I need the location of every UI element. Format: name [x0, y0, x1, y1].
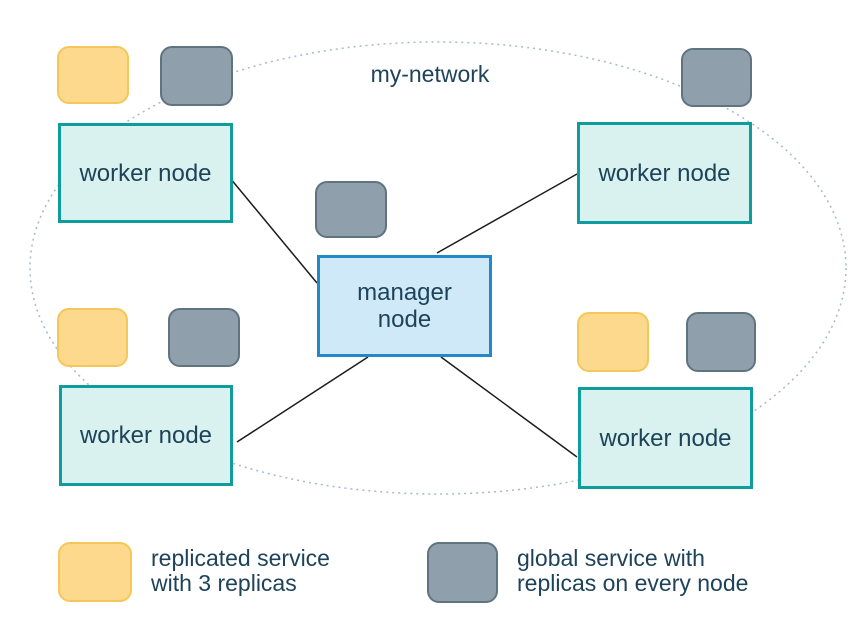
connection-line: [236, 356, 369, 443]
manager-node-box: manager node: [317, 255, 492, 357]
network-label: my-network: [370, 61, 490, 87]
worker-node-label: worker node: [599, 424, 732, 452]
worker-node-box-bottom-right: worker node: [578, 387, 753, 489]
worker-node-label: worker node: [79, 422, 213, 449]
global-service-icon: [168, 308, 240, 367]
network-boundary-ellipse: [29, 41, 847, 495]
replicated-service-icon: [57, 308, 128, 367]
legend-replicated-label: replicated service with 3 replicas: [151, 545, 330, 596]
global-service-icon: [686, 312, 756, 372]
legend-global-label: global service with replicas on every no…: [517, 545, 749, 596]
connection-line: [436, 173, 578, 254]
global-service-icon: [160, 46, 233, 106]
connection-line: [440, 356, 578, 458]
worker-node-label: worker node: [79, 159, 212, 187]
legend-global-service-icon: [427, 542, 498, 603]
global-service-icon: [681, 48, 752, 107]
worker-node-box-bottom-left: worker node: [59, 385, 233, 486]
global-service-icon: [315, 181, 387, 238]
worker-node-box-top-left: worker node: [58, 123, 233, 223]
manager-node-label: manager node: [357, 279, 452, 333]
replicated-service-icon: [57, 46, 129, 104]
legend-replicated-service-icon: [58, 542, 132, 602]
connection-line: [229, 177, 318, 284]
worker-node-label: worker node: [598, 159, 731, 187]
worker-node-box-top-right: worker node: [577, 122, 752, 224]
replicated-service-icon: [577, 312, 649, 372]
